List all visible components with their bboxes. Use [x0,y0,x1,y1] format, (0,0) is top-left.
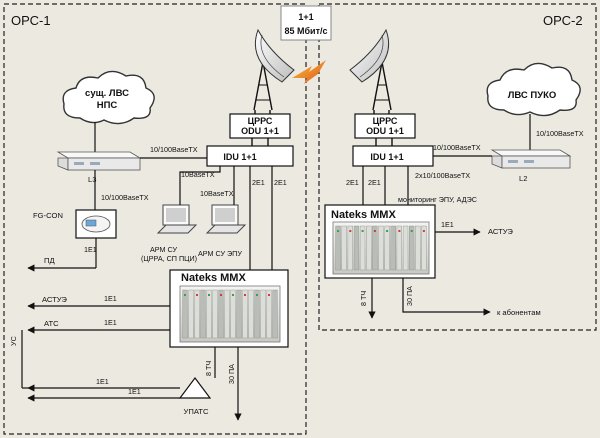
arm2-label: АРМ СУ ЭПУ [198,249,242,258]
mux-left-rack-icon [179,285,281,343]
switch-l3-label: L3 [88,175,96,184]
mux-right-title: Nateks MMX [331,209,396,221]
right-monitoring-label: мониторинг ЭПУ, АДЭС [398,195,477,204]
left-tch-label: 8 ТЧ [204,361,213,376]
odu-left-box [229,113,291,139]
link-capacity-line1: 1+1 [298,12,313,22]
region-right-border [318,3,597,331]
odu-left-line1: ЦРРС [248,116,273,126]
laptop-arm2-icon [205,204,247,234]
fgcon-label: FG-CON [33,211,63,220]
arm1-line1: АРМ СУ [150,245,177,254]
region-left-border [3,3,307,435]
antenna-left-icon [253,28,295,111]
right-tch-label: 8 ТЧ [359,291,368,306]
upats-label: УПАТС [184,407,209,416]
arm1-line2: (ЦРРА, СП ПЦИ) [141,254,197,263]
link-capacity-line2: 85 Мбит/с [284,26,327,36]
switch-l2-icon [490,149,572,169]
upats-icon [178,377,212,399]
upats-e1b-label: 1E1 [128,387,141,396]
right-e1a-label: 2E1 [346,178,359,187]
odu-right-box [354,113,416,139]
odu-right-line2: ODU 1+1 [366,126,404,136]
odu-left-line2: ODU 1+1 [241,126,279,136]
right-mon-link-label: 2x10/100BaseTX [415,171,470,180]
pd-label: ПД [44,256,55,265]
right-idu-switch-link: 10/100BaseTX [433,143,481,152]
radio-link-bolt-icon [292,60,326,84]
right-cloud-switch-link: 10/100BaseTX [536,129,584,138]
left-switch-fgcon-link: 10/100BaseTX [101,193,149,202]
idu-right-label: IDU 1+1 [370,152,403,162]
cloud-left-line1: сущ. ЛВС [85,88,129,99]
fgcon-e1-label: 1E1 [84,245,97,254]
region-right-label: ОРС-2 [543,13,583,28]
left-e1b-label: 2E1 [274,178,287,187]
left-astue-e1-label: 1E1 [104,294,117,303]
cloud-right-icon [486,62,581,117]
odu-right-line1: ЦРРС [373,116,398,126]
right-pa-label: 30 ПА [405,286,414,306]
region-left-label: ОРС-1 [11,13,51,28]
us-label: УС [9,336,18,346]
antenna-right-icon [349,28,392,111]
laptop-arm1-icon [156,204,198,234]
right-astue-e1-label: 1E1 [441,220,454,229]
left-e1a-label: 2E1 [252,178,265,187]
left-ats-label: АТС [44,319,59,328]
cloud-right-label: ЛВС ПУКО [508,90,557,101]
left-ats-e1-label: 1E1 [104,318,117,327]
right-e1b-label: 2E1 [368,178,381,187]
switch-l2-label: L2 [519,174,527,183]
cloud-left-icon [62,70,155,125]
mux-right-rack-icon [332,221,430,275]
upats-e1a-label: 1E1 [96,377,109,386]
left-switch-idu-link: 10/100BaseTX [150,145,198,154]
router-icon [81,215,111,233]
arm1-link-label: 10BaseTX [181,170,215,179]
idu-left-label: IDU 1+1 [223,152,256,162]
left-astue-label: АСТУЭ [42,295,67,304]
cloud-left-line2: НПС [97,100,118,111]
switch-l3-icon [56,151,142,171]
subscribers-label: к абонентам [497,308,541,317]
mux-left-title: Nateks MMX [181,272,246,284]
right-astue-label: АСТУЭ [488,227,513,236]
arm2-link-label: 10BaseTX [200,189,234,198]
link-capacity-box [280,5,332,41]
left-pa-label: 30 ПА [227,364,236,384]
